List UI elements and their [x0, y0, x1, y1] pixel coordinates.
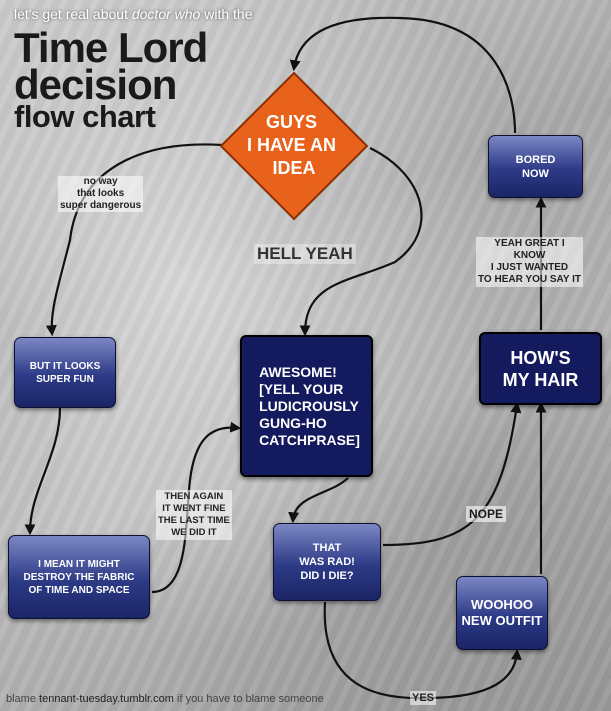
node-looks-fun-label: BUT IT LOOKS SUPER FUN — [29, 360, 101, 385]
arrow-looks-fun-to-destroy — [24, 407, 62, 536]
edge-label-hell-yeah: HELL YEAH — [254, 244, 356, 264]
arrow-start-to-looks-fun — [45, 143, 223, 337]
node-hows-my-hair-label: HOW'S MY HAIR — [502, 347, 579, 390]
node-that-was-rad: THAT WAS RAD! DID I DIE? — [273, 523, 381, 601]
node-awesome: AWESOME! [YELL YOUR LUDICROUSLY GUNG-HO … — [240, 335, 373, 477]
tagline: let's get real about doctor who with the — [14, 6, 253, 22]
node-might-destroy: I MEAN IT MIGHT DESTROY THE FABRIC OF TI… — [8, 535, 150, 619]
edge-label-nope: NOPE — [466, 506, 507, 522]
edge-label-yeah-great: YEAH GREAT I KNOW I JUST WANTED TO HEAR … — [476, 237, 583, 287]
arrow-awesome-to-rad — [288, 477, 349, 524]
arrow-start-to-awesome — [299, 147, 423, 337]
node-awesome-label: AWESOME! [YELL YOUR LUDICROUSLY GUNG-HO … — [259, 363, 360, 448]
start-line-2: I HAVE AN — [247, 135, 336, 155]
page-title-line-3: flow chart — [14, 99, 156, 134]
node-new-outfit-label: WOOHOO NEW OUTFIT — [461, 597, 543, 628]
node-might-destroy-label: I MEAN IT MIGHT DESTROY THE FABRIC OF TI… — [23, 558, 135, 596]
page-title-line-2: decision — [14, 61, 177, 108]
edge-label-yes: YES — [410, 691, 437, 705]
node-hows-my-hair: HOW'S MY HAIR — [479, 332, 602, 405]
start-line-1: GUYS — [266, 112, 317, 132]
footer-site-link[interactable]: tennant-tuesday.tumblr.com — [39, 693, 174, 705]
node-that-was-rad-label: THAT WAS RAD! DID I DIE? — [299, 542, 355, 582]
arrow-rad-to-hair — [382, 401, 522, 547]
page-title-line-1: Time Lord — [14, 24, 208, 71]
edge-label-no-way: no way that looks super dangerous — [58, 176, 144, 212]
arrow-bored-to-start — [289, 16, 517, 134]
start-diamond: GUYS I HAVE AN IDEA — [219, 71, 369, 221]
start-line-3: IDEA — [272, 158, 315, 178]
arrow-destroy-to-awesome — [151, 421, 242, 594]
node-new-outfit: WOOHOO NEW OUTFIT — [456, 576, 548, 650]
node-looks-fun: BUT IT LOOKS SUPER FUN — [14, 337, 116, 408]
node-bored-now: BORED NOW — [488, 135, 583, 198]
footer-credit: blame tennant-tuesday.tumblr.com if you … — [6, 693, 324, 705]
node-bored-now-label: BORED NOW — [515, 153, 556, 180]
edge-label-then-again: THEN AGAIN IT WENT FINE THE LAST TIME WE… — [156, 490, 232, 540]
svg-text:GUYS I HAVE AN IDEA: GUYS I HAVE AN IDEA — [247, 112, 341, 178]
